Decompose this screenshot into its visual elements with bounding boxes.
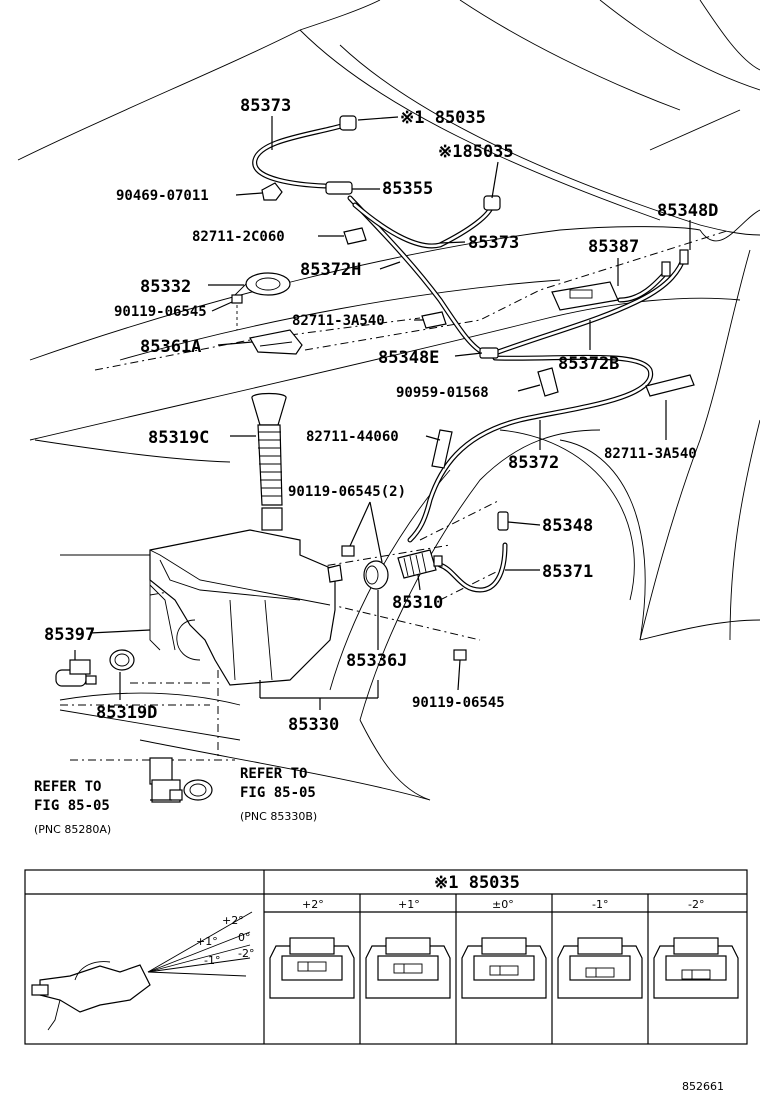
pump-85310-part: [397, 549, 443, 579]
parts: [55, 115, 695, 803]
nozzle-pictogram-zero: [461, 937, 547, 999]
joint-85355-part: [325, 181, 353, 195]
label-82711-3a540b: 82711-3A540: [604, 446, 697, 462]
refer-note-right: REFER TO FIG 85-05 (PNC 85330B): [240, 766, 317, 823]
washer-hoses: [252, 122, 688, 593]
label-85373a: 85373: [240, 96, 291, 116]
label-85355: 85355: [382, 179, 433, 199]
joint-85348d-a-part: [661, 261, 671, 277]
label-82711-2c060: 82711-2C060: [192, 229, 285, 245]
refer-left-line2: FIG 85-05: [34, 798, 110, 814]
label-90119b: 90119-06545: [412, 695, 505, 711]
col-minus1: -1°: [592, 898, 608, 911]
label-82711-3a540a: 82711-3A540: [292, 313, 385, 329]
joint-85348d-b-part: [679, 249, 689, 265]
label-82711-44060: 82711-44060: [306, 429, 399, 445]
label-90469: 90469-07011: [116, 188, 209, 204]
label-85330: 85330: [288, 715, 339, 735]
grommet-85330b-part: [183, 779, 213, 801]
nozzle-spray-illustration: +2° +1° 0° -1° -2°: [31, 911, 254, 1031]
label-85361a: 85361A: [140, 337, 201, 357]
label-85319c: 85319C: [148, 428, 209, 448]
refer-left-line3: (PNC 85280A): [34, 823, 111, 836]
nozzle-pictogram-plus1: [365, 937, 451, 999]
table-header: ※1 85035: [434, 873, 520, 893]
label-85387: 85387: [588, 237, 639, 257]
angle-plus1: +1°: [196, 935, 218, 948]
label-85035a: ※1 85035: [400, 108, 486, 128]
refer-right-line2: FIG 85-05: [240, 785, 316, 801]
nozzle-pictogram-minus1: [557, 937, 643, 999]
angle-minus1: -1°: [204, 954, 220, 967]
joint-85348-part: [497, 511, 509, 531]
col-minus2: -2°: [688, 898, 704, 911]
clip-90959-part: [537, 367, 559, 397]
label-85348d: 85348D: [657, 201, 718, 221]
filler-neck-85319c-part: [251, 392, 287, 531]
label-90959: 90959-01568: [396, 385, 489, 401]
callout-labels: 85373 ※1 85035 ※185035 90469-07011 85355…: [44, 96, 718, 735]
nozzle-85035b-part: [483, 195, 501, 211]
label-90119a: 90119-06545: [114, 304, 207, 320]
label-85372h: 85372H: [300, 260, 361, 280]
label-85319d: 85319D: [96, 703, 157, 723]
bracket-85361a-part: [249, 329, 303, 355]
label-85372b: 85372B: [558, 354, 619, 374]
clamp-3a540-part: [421, 311, 447, 329]
label-85332: 85332: [140, 277, 191, 297]
angle-zero: 0°: [238, 931, 251, 944]
clamp-2c060-part: [343, 227, 367, 245]
figure-id: 852661: [682, 1080, 724, 1093]
pump-85397-part: [55, 659, 97, 687]
washer-tank-85330-part: [149, 529, 336, 686]
cap-85332-part: [245, 272, 291, 296]
col-plus1: +1°: [398, 898, 420, 911]
angle-plus2: +2°: [222, 914, 244, 927]
joint-85348e-part: [479, 347, 499, 359]
grommet-85336j-part: [363, 560, 389, 590]
bolt-90119-part: [231, 294, 243, 304]
angle-minus2: -2°: [238, 947, 254, 960]
col-plus2: +2°: [302, 898, 324, 911]
refer-right-line1: REFER TO: [240, 766, 307, 782]
label-85348: 85348: [542, 516, 593, 536]
leader-lines: [74, 116, 691, 801]
pump-85280a-part: [149, 757, 183, 803]
refer-note-left: REFER TO FIG 85-05 (PNC 85280A): [34, 779, 111, 836]
grommet-85319d-part: [109, 649, 135, 671]
nozzle-pictogram-minus2: [653, 937, 739, 999]
label-85372: 85372: [508, 453, 559, 473]
body-contours: [17, 0, 760, 801]
nozzle-angle-table: ※1 85035 +2° +1° ±0° -1° -2° +2° +1° 0° …: [24, 869, 748, 1045]
col-zero: ±0°: [492, 898, 514, 911]
label-85035b: ※185035: [438, 142, 514, 162]
refer-left-line1: REFER TO: [34, 779, 101, 795]
label-85348e: 85348E: [378, 348, 439, 368]
module-85387-part: [551, 281, 619, 311]
label-85310: 85310: [392, 593, 443, 613]
clamp-44060-part: [431, 429, 453, 469]
bolt-90119-c-part: [453, 649, 467, 661]
label-90119-2: 90119-06545(2): [288, 484, 406, 500]
label-85336j: 85336J: [346, 651, 407, 671]
label-85397: 85397: [44, 625, 95, 645]
label-85373b: 85373: [468, 233, 519, 253]
clip-90469-part: [261, 182, 283, 201]
refer-right-line3: (PNC 85330B): [240, 810, 317, 823]
label-85371: 85371: [542, 562, 593, 582]
nozzle-pictogram-plus2: [269, 937, 355, 999]
bolt-90119-b-part: [341, 545, 355, 557]
clamp-3a540b-part: [645, 374, 695, 397]
nozzle-85035-part: [339, 115, 357, 131]
